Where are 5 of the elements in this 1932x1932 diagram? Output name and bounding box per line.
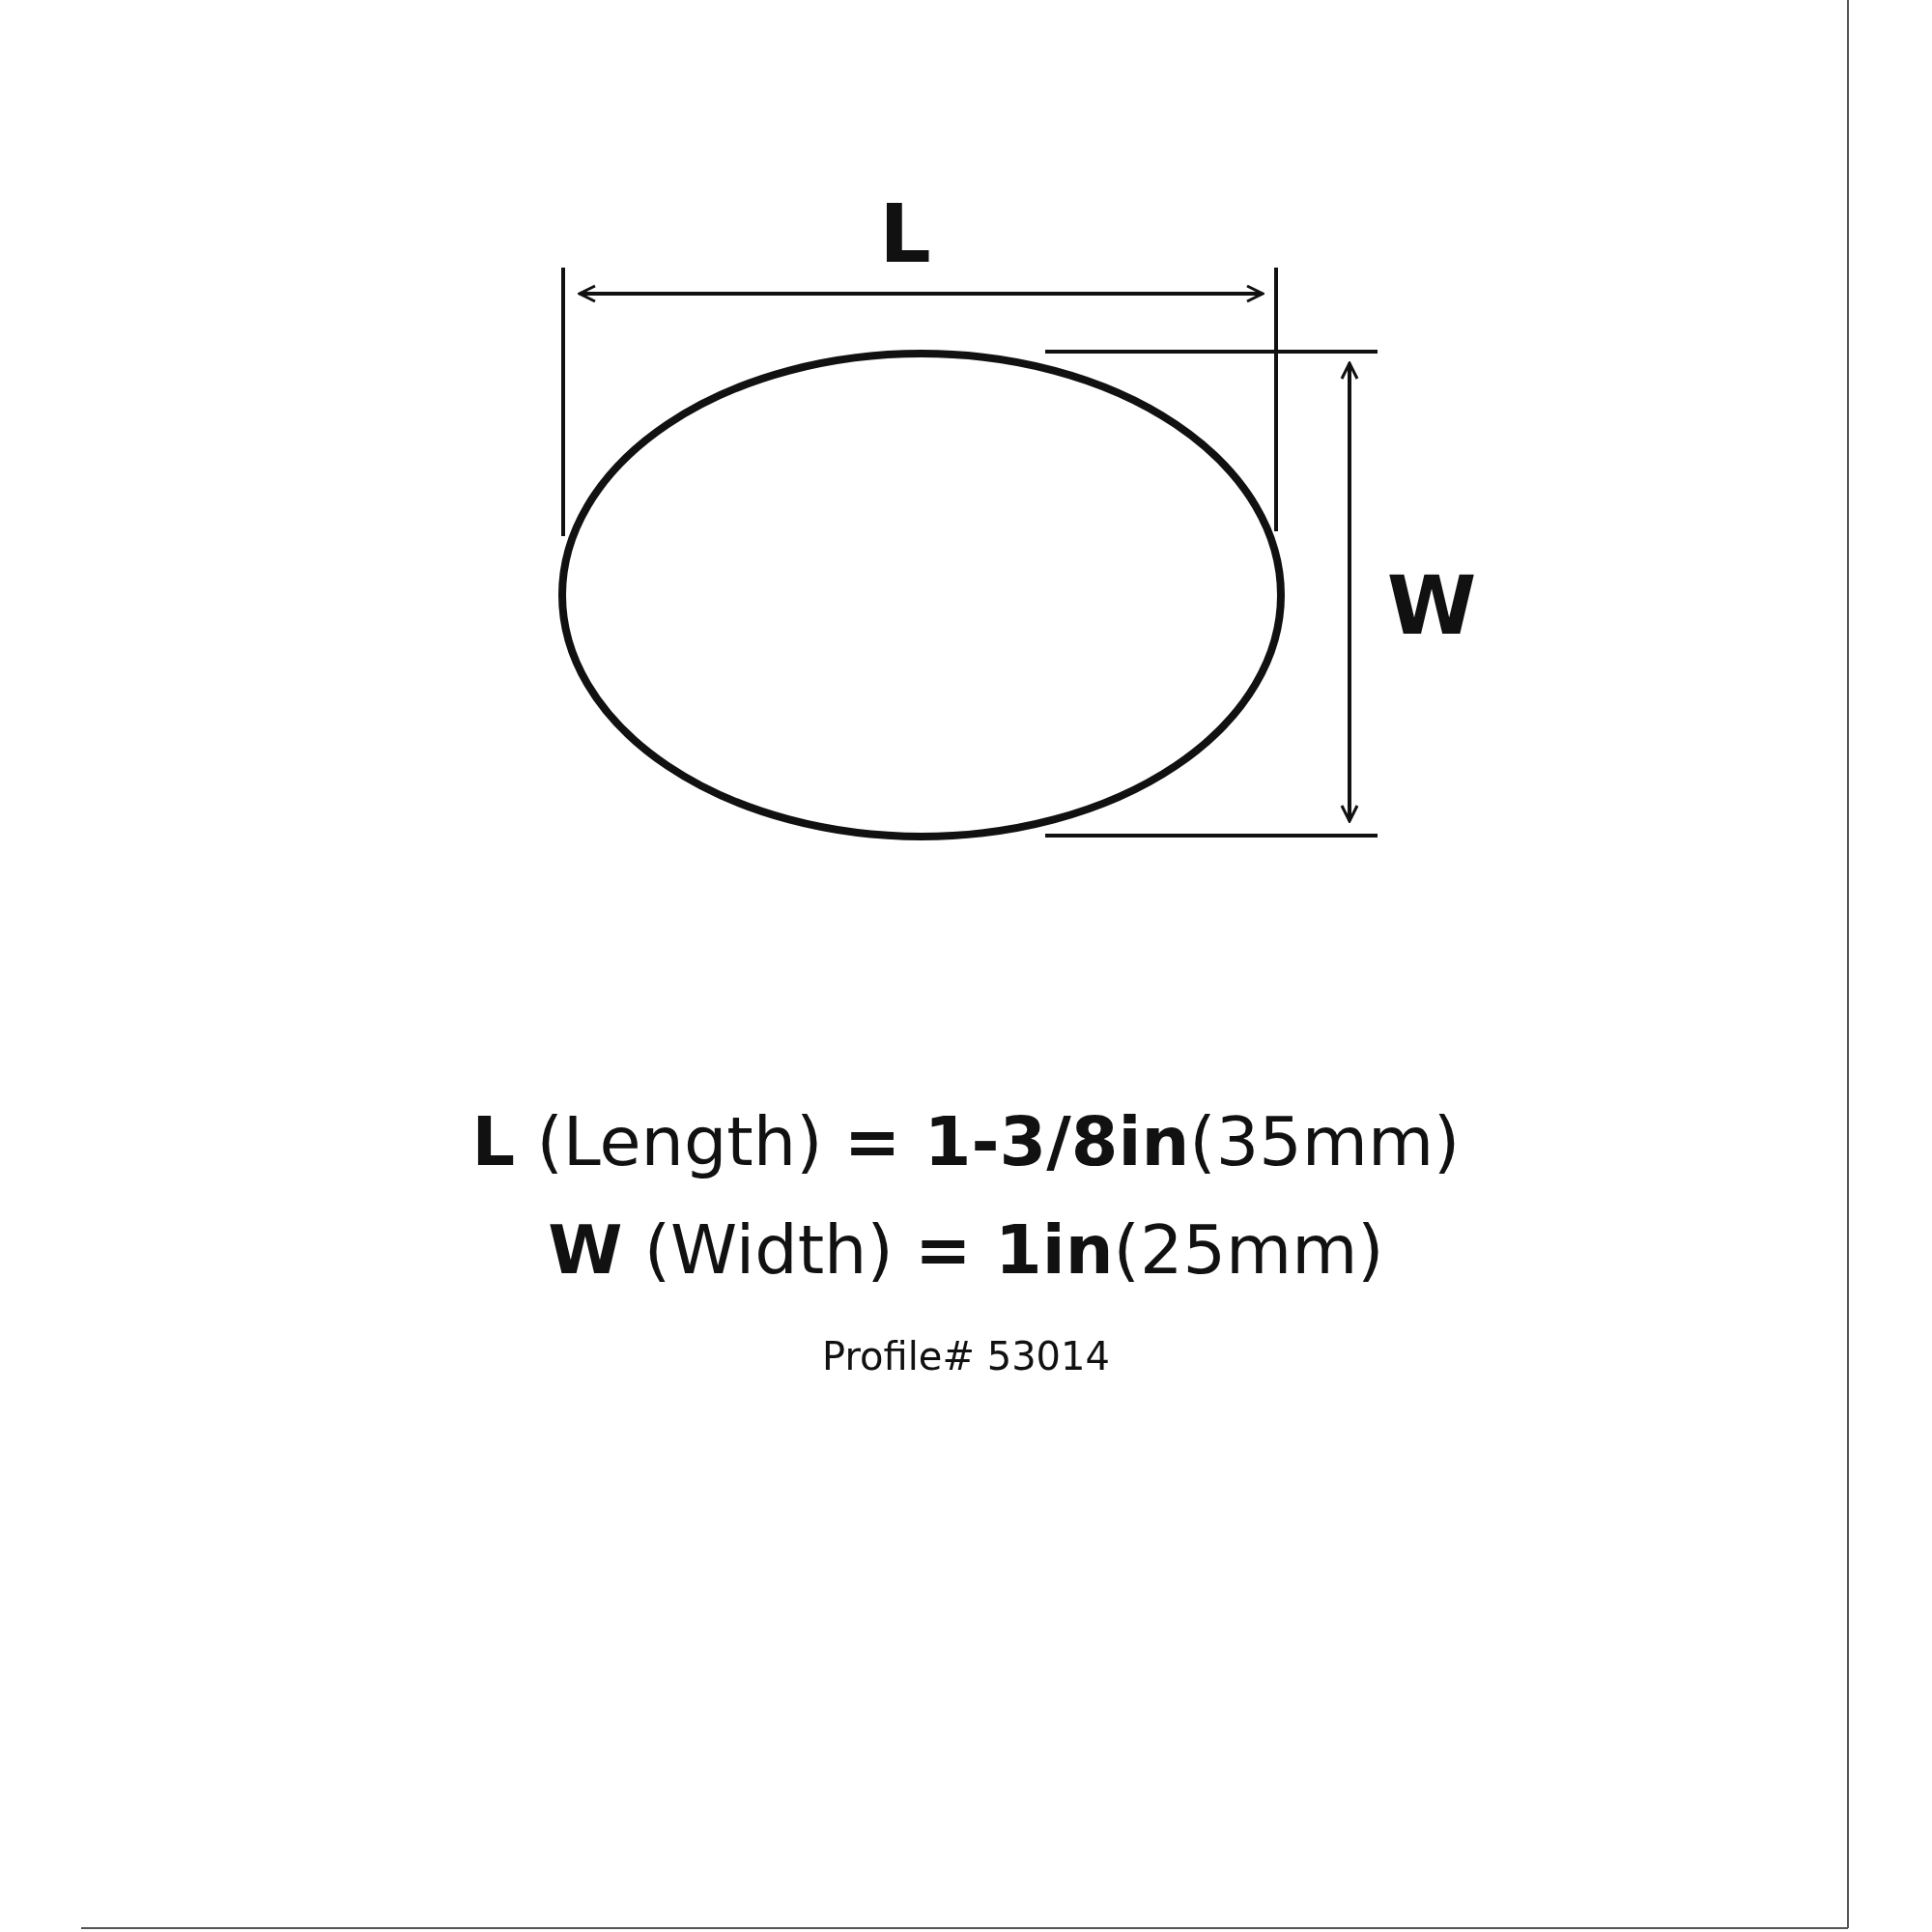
dimension-label: L: [879, 193, 931, 274]
dimension-label: W: [1386, 565, 1477, 646]
width-spec-text: W (Width) = 1in(25mm): [548, 1216, 1384, 1284]
oval-knob-outline: [558, 350, 1285, 840]
profile-number-text: Profile# 53014: [822, 1337, 1110, 1376]
